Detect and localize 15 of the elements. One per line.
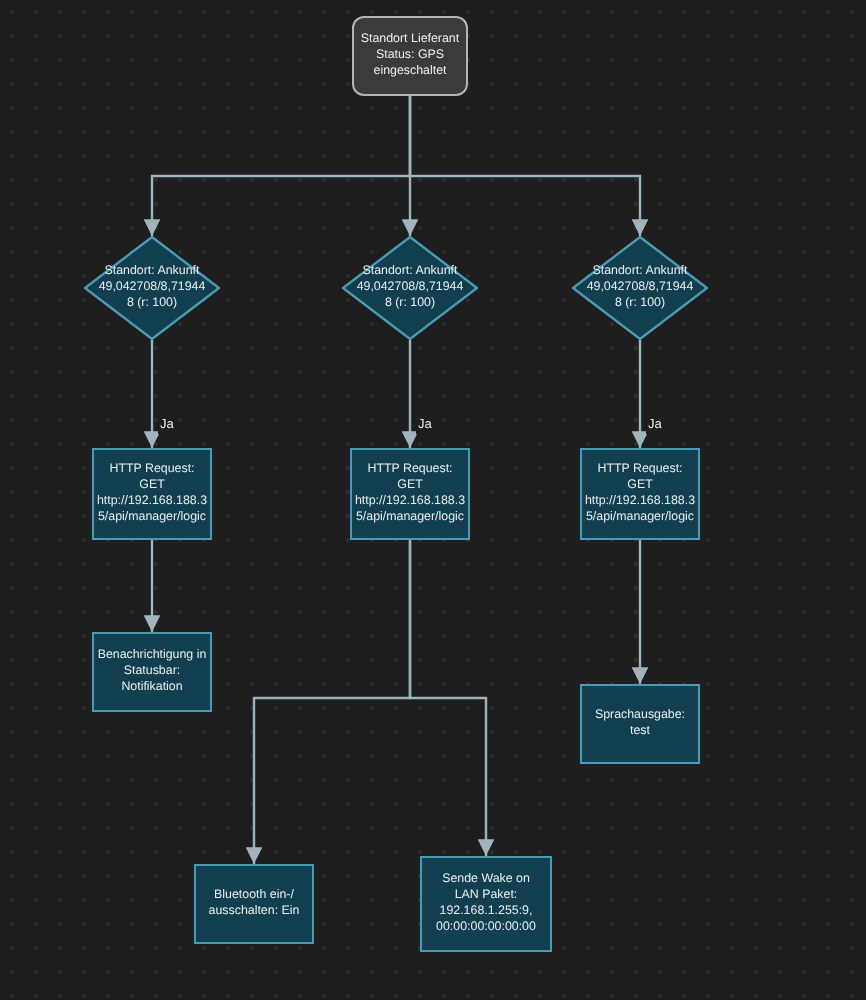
arrow [143,340,161,448]
action-box [92,448,212,540]
action-box [420,856,552,952]
arrow [408,96,649,236]
action-box [194,864,314,944]
action-box [350,448,470,540]
action-box [580,448,700,540]
arrow [408,540,495,856]
arrow [401,340,419,448]
arrow [143,540,161,632]
arrow [631,340,649,448]
start-box [352,16,468,96]
action-box [92,632,212,712]
action-box [580,684,700,764]
arrow [631,540,649,684]
